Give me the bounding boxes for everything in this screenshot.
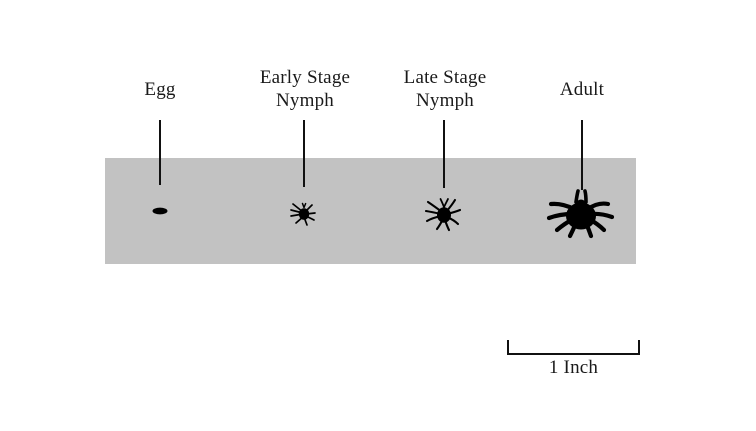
stage-label-egg: Egg xyxy=(144,79,176,100)
stage-label-early-stage-nymph: Early Stage Nymph xyxy=(259,67,351,111)
tick-larva-icon xyxy=(288,198,320,228)
leader-line-egg xyxy=(159,120,161,185)
scale-bar-rule xyxy=(507,353,640,355)
tick-nymph-icon xyxy=(424,194,464,234)
leader-line-early-stage-nymph xyxy=(303,120,305,187)
scale-bar xyxy=(507,340,640,355)
leader-line-adult xyxy=(581,120,583,190)
tick-adult-icon xyxy=(546,188,616,242)
scale-bar-left-cap xyxy=(507,340,509,355)
stage-label-late-stage-nymph: Late Stage Nymph xyxy=(403,67,487,111)
leader-line-late-stage-nymph xyxy=(443,120,445,188)
scale-bar-label: 1 Inch xyxy=(548,357,599,378)
tick-egg-icon xyxy=(151,205,169,217)
scale-bar-right-cap xyxy=(638,340,640,355)
stage-label-adult: Adult xyxy=(559,79,605,100)
specimen-band xyxy=(105,158,636,264)
